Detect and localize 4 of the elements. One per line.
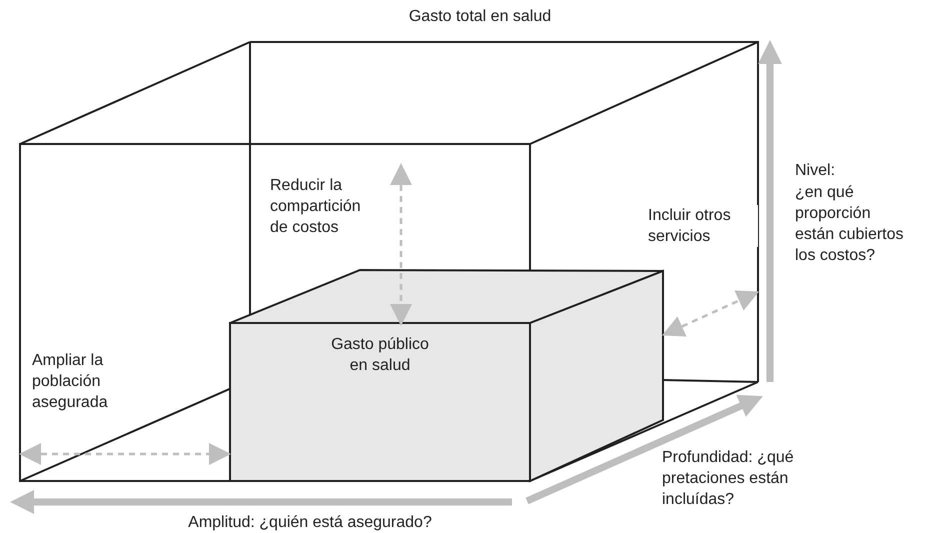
arrow <box>662 290 760 336</box>
heading: Gasto total en salud <box>408 7 552 27</box>
note-text: Incluir otros servicios <box>648 205 758 247</box>
arrow <box>19 443 231 465</box>
